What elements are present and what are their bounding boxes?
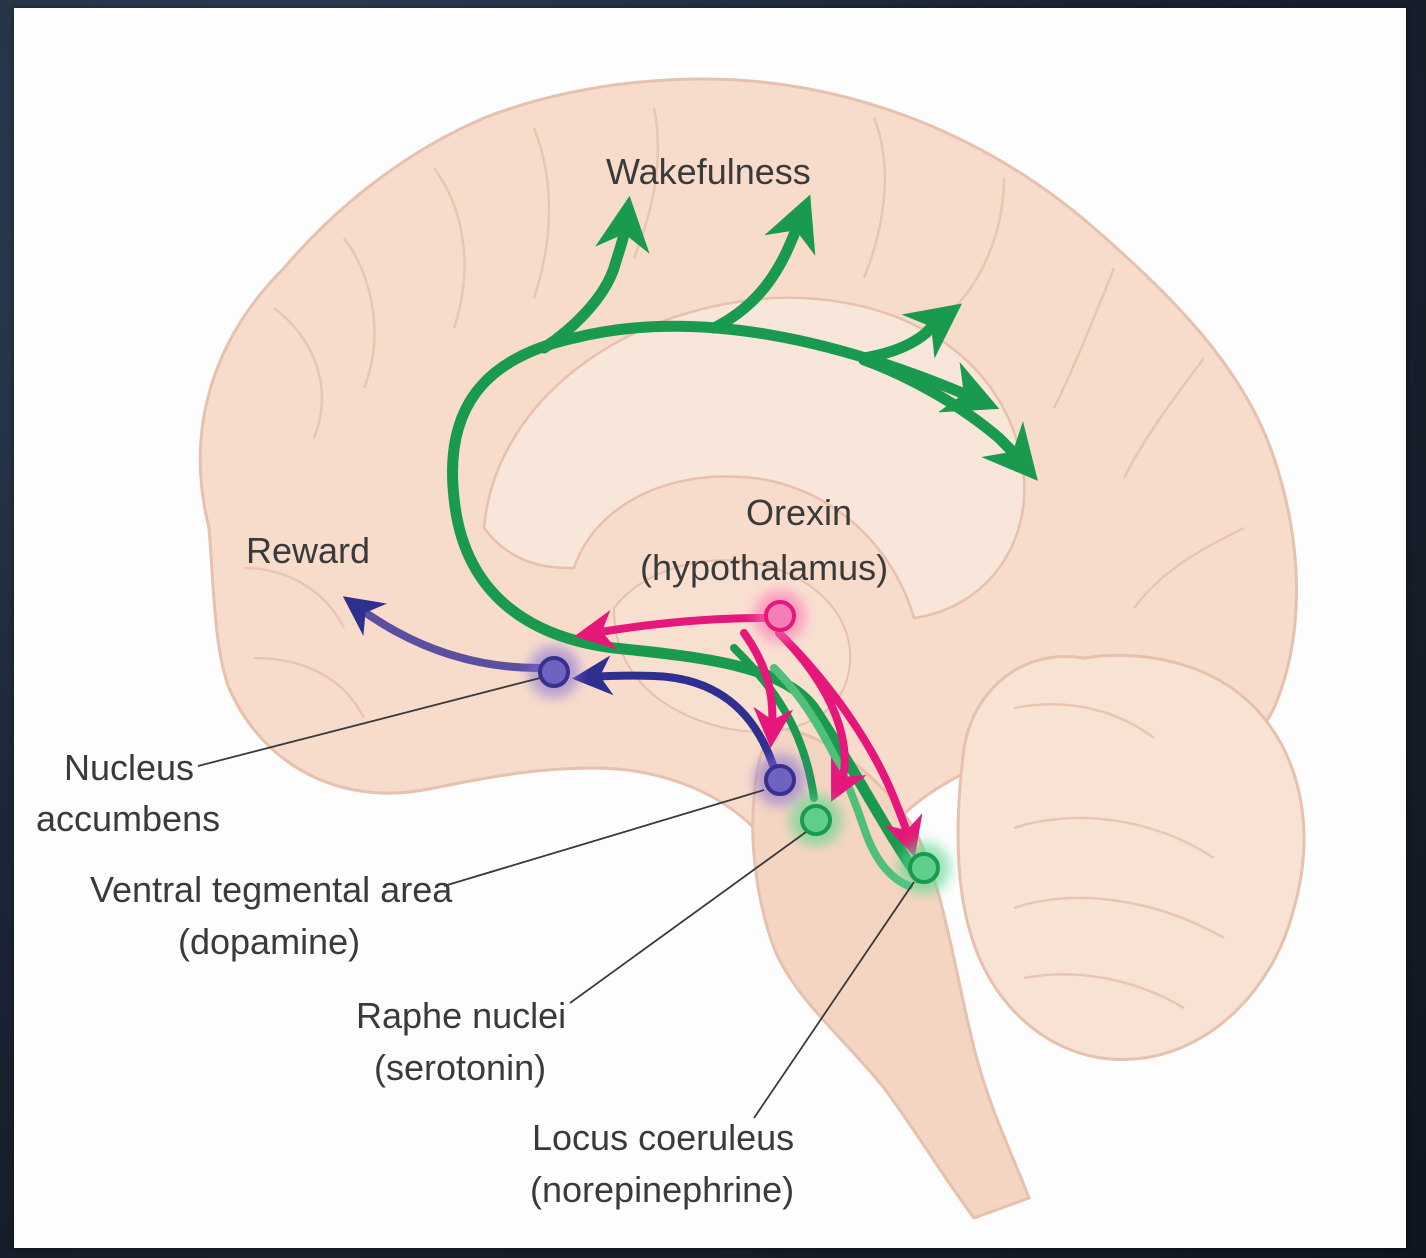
orexin-node	[754, 590, 806, 642]
locus-label-line2: (norepinephrine)	[530, 1169, 794, 1210]
cerebellum	[958, 656, 1304, 1060]
wakefulness-label: Wakefulness	[606, 151, 811, 192]
diagram-panel: Wakefulness Reward Orexin (hypothalamus)…	[14, 8, 1406, 1248]
vta-label-line1: Ventral tegmental area	[90, 869, 453, 910]
raphe-label-line2: (serotonin)	[374, 1047, 546, 1088]
nucleus-label-line2: accumbens	[36, 798, 220, 839]
raphe-label-line1: Raphe nuclei	[356, 995, 566, 1036]
locus-coeruleus-node	[898, 842, 950, 894]
reward-label: Reward	[246, 530, 370, 571]
orexin-label-line2: (hypothalamus)	[640, 547, 888, 588]
vta-label-line2: (dopamine)	[178, 921, 360, 962]
brain-pathway-diagram: Wakefulness Reward Orexin (hypothalamus)…	[14, 8, 1406, 1248]
nucleus-label-line1: Nucleus	[64, 747, 194, 788]
ventral-tegmental-node	[754, 754, 806, 806]
locus-label-line1: Locus coeruleus	[532, 1117, 794, 1158]
vta-leader	[444, 790, 764, 886]
orexin-label-line1: Orexin	[746, 492, 852, 533]
nucleus-accumbens-node	[528, 646, 580, 698]
